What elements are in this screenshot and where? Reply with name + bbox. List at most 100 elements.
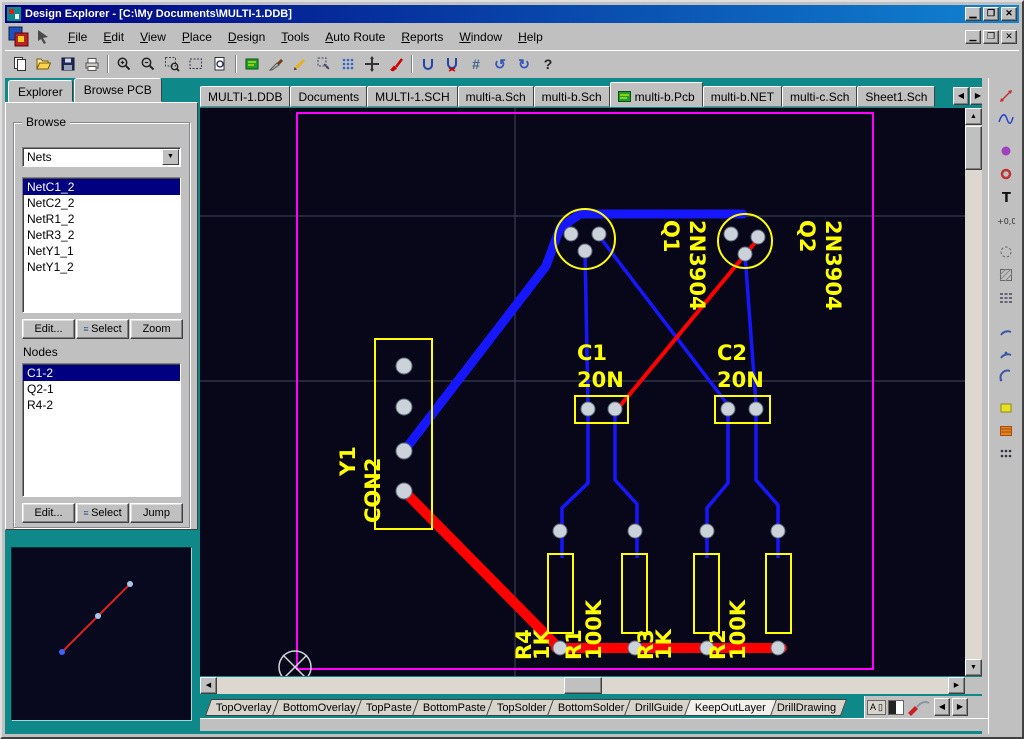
doc-tab[interactable]: Documents	[290, 86, 368, 107]
unroute-connection-button[interactable]	[440, 53, 464, 75]
doc-tab[interactable]: multi-c.Sch	[782, 86, 858, 107]
menu-reports[interactable]: Reports	[401, 30, 444, 44]
unroute-net-button[interactable]	[416, 53, 440, 75]
combo-dropdown-button[interactable]: ▼	[162, 149, 179, 165]
vertical-scrollbar[interactable]: ▲ ▼	[965, 108, 982, 676]
layer-tab-scroll-left[interactable]: ◀	[933, 698, 950, 716]
node-edit-button[interactable]: Edit...	[22, 503, 75, 523]
undo-button[interactable]: ↺	[488, 53, 512, 75]
zoom-in-button[interactable]	[112, 53, 136, 75]
pad-tool[interactable]	[993, 139, 1019, 162]
layer-tab[interactable]: TopOverlay	[204, 698, 283, 716]
browse-mode-combobox[interactable]: Nets ▼	[22, 147, 181, 167]
menu-edit[interactable]: Edit	[103, 30, 125, 44]
menu-autoroute[interactable]: Auto Route	[325, 30, 386, 44]
zoom-window-button[interactable]	[160, 53, 184, 75]
arc-center-tool[interactable]	[993, 341, 1019, 364]
annotation-toggle[interactable]: A ▯	[867, 699, 886, 715]
menu-window[interactable]: Window	[459, 30, 503, 44]
node-list-item[interactable]: Q2-1	[27, 382, 54, 396]
menu-design[interactable]: Design	[227, 30, 266, 44]
layer-tab-active[interactable]: KeepOutLayer	[683, 698, 777, 716]
save-button[interactable]	[56, 53, 80, 75]
board-keepout-outline[interactable]	[296, 112, 874, 670]
menu-help[interactable]: Help	[518, 30, 543, 44]
redo-button[interactable]: ↻	[512, 53, 536, 75]
net-list-item[interactable]: NetY1_2	[27, 260, 74, 274]
scroll-left-button[interactable]: ◀	[200, 677, 217, 694]
layer-tab[interactable]: BottomPaste	[412, 698, 498, 716]
doc-tab[interactable]: MULTI-1.SCH	[367, 86, 458, 107]
doc-tab[interactable]: multi-a.Sch	[457, 86, 534, 107]
component-array-tool[interactable]	[993, 442, 1019, 465]
doc-tab[interactable]: multi-b.NET	[702, 86, 783, 107]
arc-angle-tool[interactable]	[993, 364, 1019, 387]
mdi-close-button[interactable]: ✕	[1001, 30, 1017, 44]
maximize-button[interactable]: ❒	[983, 7, 999, 21]
pcb-document-button[interactable]	[240, 53, 264, 75]
tab-browse-pcb[interactable]: Browse PCB	[73, 78, 162, 102]
text-string-tool[interactable]: T	[993, 185, 1019, 208]
doc-tab[interactable]: multi-b.Sch	[533, 86, 610, 107]
layer-tab[interactable]: BottomOverlay	[271, 698, 367, 716]
knife-button[interactable]	[264, 53, 288, 75]
grid-toggle-button[interactable]: #	[464, 53, 488, 75]
polygon-plane-tool[interactable]	[993, 286, 1019, 309]
menu-view[interactable]: View	[140, 30, 166, 44]
node-list-item[interactable]: C1-2	[23, 365, 180, 381]
arc-edge-tool[interactable]	[993, 318, 1019, 341]
close-button[interactable]: ✕	[1001, 7, 1017, 21]
circle-tool[interactable]	[993, 240, 1019, 263]
menu-file[interactable]: File	[68, 30, 88, 44]
title-bar[interactable]: Design Explorer - [C:\My Documents\MULTI…	[5, 5, 1019, 23]
zoom-out-button[interactable]	[136, 53, 160, 75]
doc-tab[interactable]: Sheet1.Sch	[857, 86, 936, 107]
board-minimap[interactable]	[11, 547, 192, 721]
doc-tab[interactable]: MULTI-1.DDB	[200, 86, 291, 107]
top-layer-traces[interactable]	[399, 237, 787, 653]
fill-hatch-tool[interactable]	[993, 263, 1019, 286]
layer-tab-scroll-right[interactable]: ▶	[951, 698, 968, 716]
copper-pour-tool[interactable]	[993, 419, 1019, 442]
new-sheet-button[interactable]	[8, 53, 32, 75]
mdi-restore-button[interactable]: ❒	[983, 30, 999, 44]
scroll-up-button[interactable]: ▲	[965, 108, 982, 125]
net-edit-button[interactable]: Edit...	[22, 319, 75, 339]
via-tool[interactable]	[993, 162, 1019, 185]
layer-tab[interactable]: DrillDrawing	[765, 698, 848, 716]
silkscreen-text[interactable]: Q1 2N3904 Q2 2N3904 C1 20N C2 20N Y1 CON…	[336, 220, 845, 660]
fill-rect-tool[interactable]	[993, 396, 1019, 419]
tab-explorer[interactable]: Explorer	[8, 80, 73, 102]
nodes-listbox[interactable]: C1-2 Q2-1 R4-2	[22, 363, 181, 497]
net-select-button[interactable]: ≡ Select	[76, 319, 129, 339]
net-list-item[interactable]: NetC2_2	[27, 196, 75, 210]
doc-tab-scroll-left[interactable]: ◀	[953, 87, 969, 105]
net-list-item[interactable]: NetR1_2	[27, 212, 75, 226]
paste-array-button[interactable]	[336, 53, 360, 75]
select-area-button[interactable]	[184, 53, 208, 75]
net-list-item[interactable]: NetY1_1	[27, 244, 74, 258]
coordinate-tool[interactable]: +0,0	[993, 208, 1019, 231]
node-jump-button[interactable]: Jump	[130, 503, 183, 523]
net-zoom-button[interactable]: Zoom	[130, 319, 183, 339]
horizontal-scrollbar[interactable]: ◀ ▶	[200, 677, 965, 694]
design-explorer-icon[interactable]	[8, 26, 30, 48]
menu-tools[interactable]: Tools	[281, 30, 310, 44]
dimension-tool[interactable]	[993, 84, 1019, 107]
move-button[interactable]	[360, 53, 384, 75]
spline-tool[interactable]	[993, 107, 1019, 130]
node-list-item[interactable]: R4-2	[27, 398, 54, 412]
scroll-down-button[interactable]: ▼	[965, 659, 982, 676]
net-list-item[interactable]: NetC1_2	[23, 179, 180, 195]
print-button[interactable]	[80, 53, 104, 75]
silkscreen-outlines[interactable]	[374, 208, 792, 634]
mdi-minimize-button[interactable]: ▁	[965, 30, 981, 44]
doc-tab-active[interactable]: multi-b.Pcb	[609, 82, 703, 107]
node-select-button[interactable]: ≡ Select	[76, 503, 129, 523]
pcb-editor-canvas[interactable]: Q1 2N3904 Q2 2N3904 C1 20N C2 20N Y1 CON…	[200, 108, 965, 684]
help-button[interactable]: ?	[536, 53, 560, 75]
menu-place[interactable]: Place	[181, 30, 212, 44]
layer-tab[interactable]: BottomSolder	[546, 698, 636, 716]
pcb-drawing[interactable]: Q1 2N3904 Q2 2N3904 C1 20N C2 20N Y1 CON…	[200, 108, 965, 684]
pencil-button[interactable]	[288, 53, 312, 75]
